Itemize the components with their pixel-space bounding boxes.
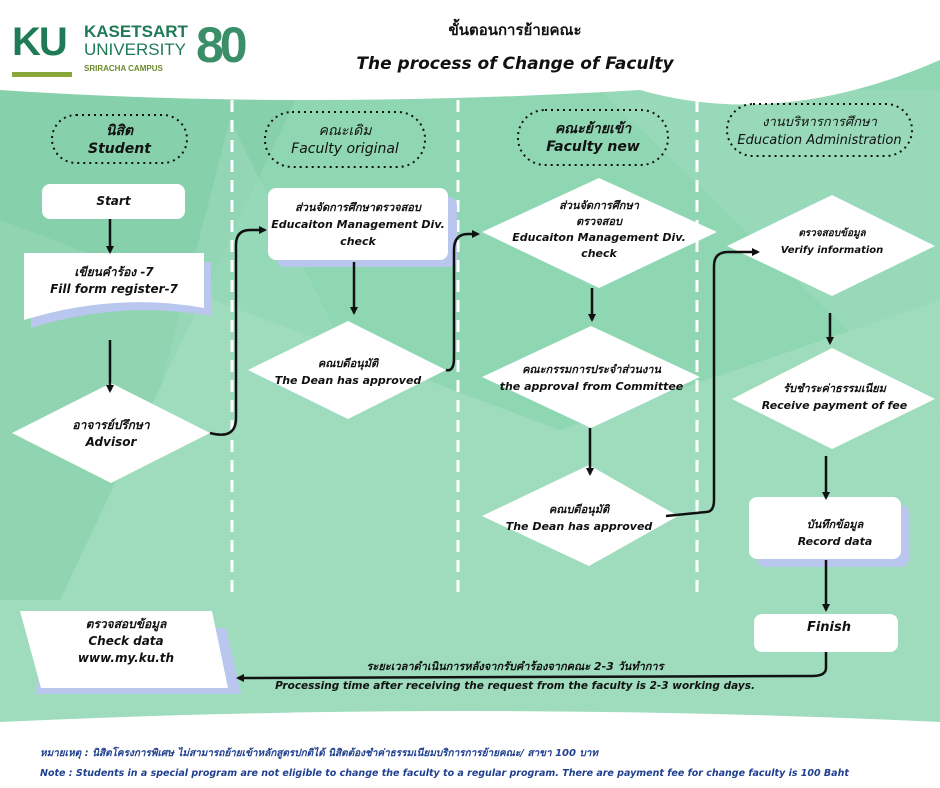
- verify-thai: ตรวจสอบข้อมูล: [798, 228, 866, 239]
- logo-anniversary: 80: [196, 17, 248, 73]
- new-check-english2: check: [581, 247, 617, 260]
- new-check-diamond: [482, 178, 717, 288]
- committee-english: the approval from Committee: [499, 380, 684, 393]
- lane-admin-english: Education Administration: [737, 133, 902, 148]
- lane-header-faculty-new: คณะย้ายเข้า Faculty new: [518, 120, 668, 156]
- verify-text: ตรวจสอบข้อมูล Verify information: [752, 225, 912, 259]
- lane-header-ovals: [51, 103, 913, 168]
- processing-time-english: Processing time after receiving the requ…: [275, 680, 755, 692]
- advisor-english: Advisor: [85, 435, 137, 449]
- payment-english: Receive payment of fee: [761, 399, 908, 412]
- orig-check-box: [268, 188, 448, 260]
- orig-check-text: ส่วนจัดการศึกษาตรวจสอบ Educaiton Managem…: [268, 199, 448, 250]
- finish-label: Finish: [806, 620, 852, 635]
- page-title-thai: ขั้นตอนการย้ายคณะ: [448, 21, 582, 39]
- note-english: Note : Students in a special program are…: [40, 768, 849, 779]
- lane-student-thai: นิสิต: [105, 123, 134, 139]
- check-data-thai: ตรวจสอบข้อมูล: [85, 617, 167, 631]
- ku-logo: KU KASETSART UNIVERSITY SRIRACHA CAMPUS …: [6, 6, 270, 84]
- start-box: [42, 184, 185, 219]
- finish-box: [754, 614, 898, 652]
- lane-dividers: [230, 100, 699, 600]
- logo-underline: [12, 72, 72, 77]
- verify-diamond: [727, 195, 935, 296]
- orig-dean-english: The Dean has approved: [274, 374, 422, 387]
- committee-text: คณะกรรมการประจำส่วนงาน the approval from…: [494, 361, 689, 395]
- payment-text: รับชำระค่าธรรมเนียม Receive payment of f…: [752, 380, 917, 414]
- new-check-english1: Educaiton Management Div.: [512, 231, 686, 244]
- logo-name-line1: KASETSART: [84, 22, 188, 41]
- orig-check-english2: check: [340, 235, 376, 248]
- new-check-thai1: ส่วนจัดการศึกษา: [559, 199, 639, 212]
- logo-name-line2: UNIVERSITY: [84, 40, 187, 59]
- orig-check-english1: Educaiton Management Div.: [271, 218, 445, 231]
- lane-new-english: Faculty new: [546, 139, 640, 155]
- lane-admin-thai: งานบริหารการศึกษา: [762, 115, 877, 130]
- record-thai: บันทึกข้อมูล: [806, 518, 864, 531]
- committee-thai: คณะกรรมการประจำส่วนงาน: [522, 363, 661, 376]
- new-dean-text: คณบดีอนุมัติ The Dean has approved: [494, 501, 664, 535]
- new-check-thai2: ตรวจสอบ: [576, 215, 622, 228]
- logo-abbr: KU: [12, 20, 68, 64]
- check-data-url: www.my.ku.th: [77, 651, 175, 665]
- fill-form-text: เขียนคำร้อง -7 Fill form register-7: [24, 264, 204, 298]
- advisor-diamond: [12, 383, 210, 483]
- advisor-text: อาจารย์ปรึกษา Advisor: [36, 417, 186, 451]
- lane-new-thai: คณะย้ายเข้า: [554, 121, 632, 137]
- committee-diamond: [482, 326, 700, 428]
- lane-header-student: นิสิต Student: [52, 122, 187, 158]
- payment-diamond: [732, 348, 935, 449]
- note-thai: หมายเหตุ : นิสิตโครงการพิเศษ ไม่สามารถย้…: [40, 748, 598, 759]
- orig-check-thai: ส่วนจัดการศึกษาตรวจสอบ: [295, 201, 421, 214]
- processing-time-thai: ระยะเวลาดำเนินการหลังจากรับคำร้องจากคณะ …: [366, 660, 664, 673]
- fill-form-thai: เขียนคำร้อง -7: [74, 265, 154, 279]
- fill-form-english: Fill form register-7: [50, 282, 178, 296]
- record-text: บันทึกข้อมูล Record data: [749, 516, 921, 550]
- orig-dean-text: คณบดีอนุมัติ The Dean has approved: [258, 355, 438, 389]
- start-label: Start: [96, 194, 131, 208]
- record-english: Record data: [797, 535, 873, 548]
- check-data-box: [20, 611, 228, 688]
- logo-campus: SRIRACHA CAMPUS: [84, 64, 163, 73]
- record-box: [749, 497, 901, 559]
- new-dean-english: The Dean has approved: [505, 520, 653, 533]
- lane-student-english: Student: [88, 141, 151, 157]
- lane-header-education-admin: งานบริหารการศึกษา Education Administrati…: [727, 114, 912, 150]
- new-check-text: ส่วนจัดการศึกษา ตรวจสอบ Educaiton Manage…: [504, 198, 694, 262]
- payment-thai: รับชำระค่าธรรมเนียม: [783, 382, 886, 395]
- orig-dean-thai: คณบดีอนุมัติ: [317, 357, 379, 370]
- lane-original-english: Faculty original: [291, 141, 399, 157]
- lane-header-faculty-original: คณะเดิม Faculty original: [265, 122, 425, 158]
- advisor-thai: อาจารย์ปรึกษา: [72, 418, 150, 432]
- new-dean-diamond: [482, 465, 678, 566]
- check-data-text: ตรวจสอบข้อมูล Check data www.my.ku.th: [36, 616, 216, 667]
- fill-form-document: [24, 253, 211, 328]
- verify-english: Verify information: [780, 245, 884, 256]
- check-data-english: Check data: [88, 634, 164, 648]
- lane-original-thai: คณะเดิม: [318, 123, 372, 139]
- new-dean-thai: คณบดีอนุมัติ: [548, 503, 610, 516]
- orig-dean-diamond: [248, 321, 446, 419]
- page-title-english: The process of Change of Faculty: [356, 54, 674, 74]
- flow-arrows: [106, 219, 834, 682]
